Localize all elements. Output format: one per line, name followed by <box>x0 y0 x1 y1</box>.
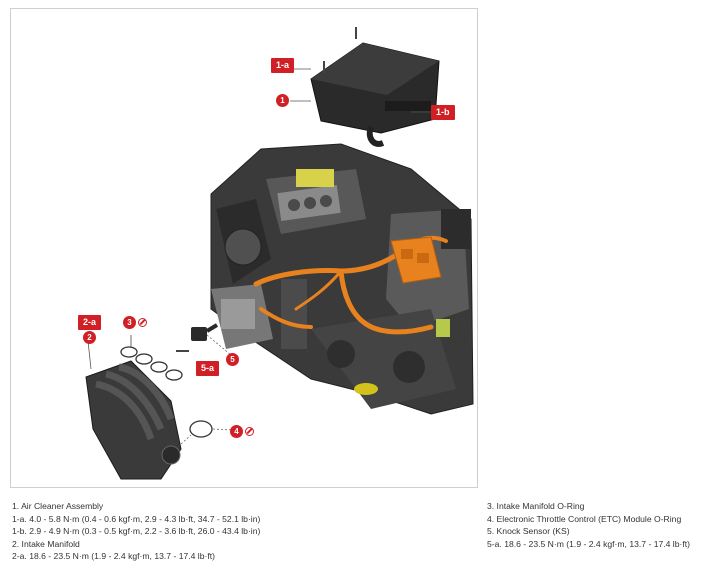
callout-1a: 1-a <box>271 58 295 73</box>
legend-item: 4. Electronic Throttle Control (ETC) Mod… <box>487 513 682 524</box>
legend-item: 1. Air Cleaner Assembly <box>12 501 104 511</box>
intake-o-rings-drawing <box>120 346 183 381</box>
callout-4: 4 <box>230 425 243 438</box>
legend-item: 3. Intake Manifold O-Ring <box>487 501 585 511</box>
callout-5a: 5-a <box>196 361 220 376</box>
legend-item: 5. Knock Sensor (KS) <box>487 526 570 537</box>
knock-sensor-drawing <box>176 323 232 356</box>
legend-item: 1-b. 2.9 - 4.9 N·m (0.3 - 0.5 kgf·m, 2.2… <box>12 526 261 537</box>
engine-exploded-diagram <box>85 27 474 480</box>
callout-1: 1 <box>276 94 289 107</box>
parts-legend-left: 1. Air Cleaner Assembly 1-a. 4.0 - 5.8 N… <box>12 500 260 563</box>
legend-item: 2-a. 18.6 - 23.5 N·m (1.9 - 2.4 kgf·m, 1… <box>12 551 215 562</box>
callout-2a: 2-a <box>78 315 102 330</box>
do-not-reuse-icon <box>245 427 254 436</box>
air-cleaner-drawing <box>310 27 440 147</box>
parts-legend-right: 3. Intake Manifold O-Ring 4. Electronic … <box>487 500 690 550</box>
do-not-reuse-icon <box>138 318 147 327</box>
callout-5: 5 <box>226 353 239 366</box>
legend-item: 1-a. 4.0 - 5.8 N·m (0.4 - 0.6 kgf·m, 2.9… <box>12 513 261 524</box>
legend-item: 5-a. 18.6 - 23.5 N·m (1.9 - 2.4 kgf·m, 1… <box>487 538 690 549</box>
legend-item: 2. Intake Manifold <box>12 538 80 549</box>
orange-module-drawing <box>354 236 450 395</box>
callout-3: 3 <box>123 316 136 329</box>
callout-2: 2 <box>83 331 96 344</box>
callout-1b: 1-b <box>431 105 455 120</box>
diagram-frame: 1-a 1 1-b 2-a 2 3 5 5-a 4 <box>10 8 478 488</box>
intake-manifold-drawing <box>85 360 182 480</box>
etc-o-ring-drawing <box>189 420 213 438</box>
